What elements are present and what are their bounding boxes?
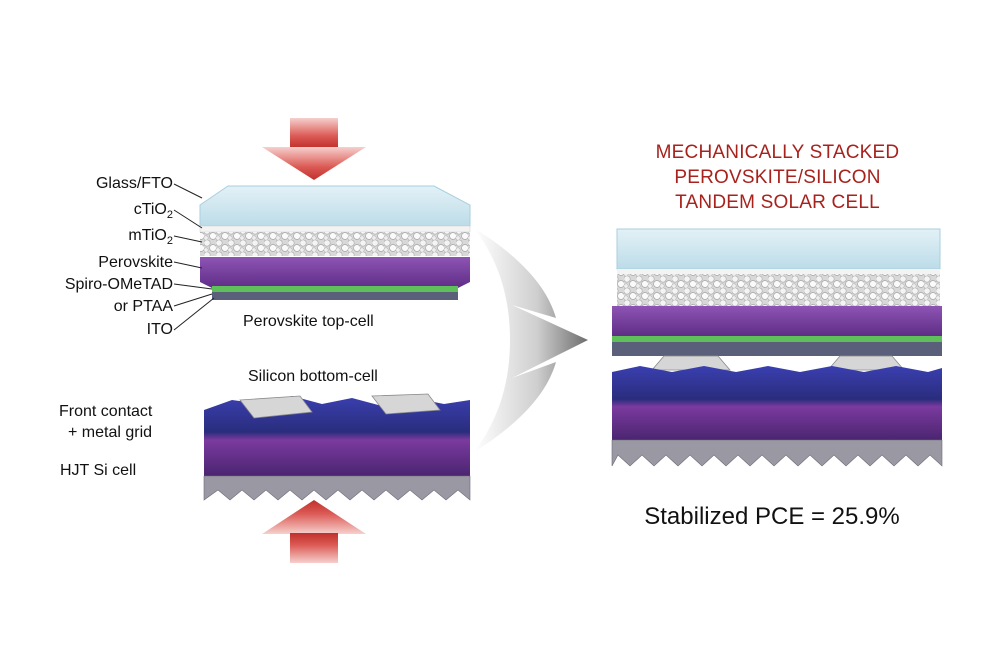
pce-result: Stabilized PCE = 25.9% <box>644 503 900 530</box>
label-ctio2: cTiO2 <box>133 201 173 222</box>
light-arrow-top <box>262 118 366 180</box>
label-glass-fto: Glass/FTO <box>95 175 173 192</box>
mtio2-layer <box>200 232 470 256</box>
label-perovskite: Perovskite <box>98 254 173 271</box>
metal-grid-left <box>239 395 313 419</box>
tandem-mtio2 <box>617 274 940 306</box>
label-mtio2: mTiO2 <box>128 227 173 248</box>
label-metal-grid: + metal grid <box>68 424 153 441</box>
perovskite-top-cell <box>199 185 471 300</box>
tandem-spiro <box>612 336 942 342</box>
tandem-ctio2 <box>617 269 940 274</box>
ito-layer <box>212 292 458 300</box>
tandem-perovskite <box>612 306 942 336</box>
ctio2-layer <box>199 225 471 233</box>
perovskite-layer <box>200 257 470 288</box>
title-line-1: MECHANICALLY STACKED <box>655 142 900 163</box>
label-ito: ITO <box>146 321 173 338</box>
caption-bottom-cell: Silicon bottom-cell <box>248 368 378 385</box>
title-line-2: PEROVSKITE/SILICON <box>674 167 881 188</box>
textured-base <box>203 475 471 501</box>
title-line-3: TANDEM SOLAR CELL <box>675 192 880 213</box>
metal-grid-right <box>371 393 441 415</box>
label-ptaa: or PTAA <box>113 298 173 315</box>
silicon-bottom-cell <box>203 393 471 501</box>
spiro-layer <box>212 286 458 292</box>
tandem-cell <box>611 228 943 467</box>
tandem-ito <box>612 342 942 356</box>
tandem-textured-base <box>611 439 943 467</box>
label-leader-lines <box>173 183 215 331</box>
process-arrow <box>474 228 588 452</box>
tandem-glass <box>616 228 941 270</box>
light-arrow-bottom <box>262 500 366 563</box>
label-spiro: Spiro-OMeTAD <box>64 276 173 293</box>
label-hjt-si-cell: HJT Si cell <box>60 462 137 479</box>
glass-fto-layer <box>199 185 471 227</box>
label-front-contact: Front contact <box>59 403 153 420</box>
caption-top-cell: Perovskite top-cell <box>243 313 374 330</box>
